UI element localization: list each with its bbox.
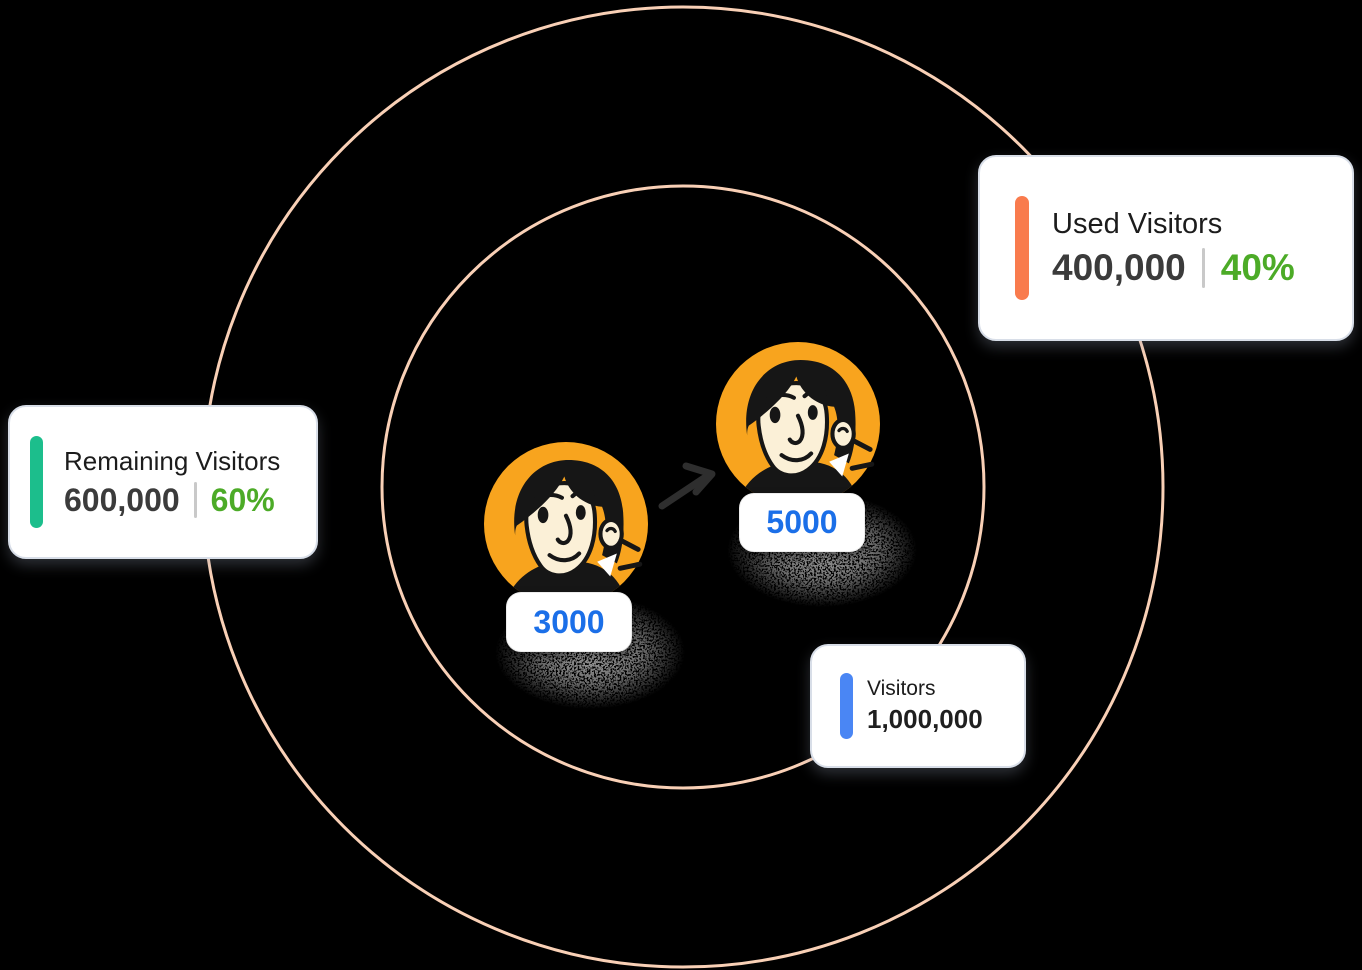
person-avatar-icon bbox=[716, 342, 880, 506]
avatar-2-count-badge: 5000 bbox=[739, 493, 865, 552]
used-visitors-title: Used Visitors bbox=[1052, 207, 1223, 240]
avatar-1-count: 3000 bbox=[533, 603, 605, 640]
person-avatar-icon bbox=[484, 442, 648, 606]
remaining-visitors-accent-bar bbox=[30, 436, 43, 528]
used-visitors-value: 400,000 bbox=[1052, 246, 1186, 288]
remaining-visitors-title: Remaining Visitors bbox=[64, 445, 281, 476]
arrow-icon bbox=[658, 462, 716, 510]
avatar-1-count-badge: 3000 bbox=[506, 592, 632, 652]
total-visitors-value: 1,000,000 bbox=[867, 704, 983, 734]
person-avatar-1 bbox=[484, 442, 648, 606]
total-visitors-title: Visitors bbox=[867, 677, 936, 700]
used-visitors-accent-bar bbox=[1015, 196, 1029, 300]
divider bbox=[1201, 247, 1205, 288]
used-visitors-percent: 40% bbox=[1220, 246, 1295, 288]
remaining-visitors-percent: 60% bbox=[210, 481, 275, 518]
person-avatar-2 bbox=[716, 342, 880, 506]
total-visitors-accent-bar bbox=[840, 673, 853, 739]
used-visitors-card: Used Visitors 400,000 40% bbox=[978, 155, 1354, 341]
total-visitors-card: Visitors 1,000,000 bbox=[810, 644, 1026, 768]
avatar-2-count: 5000 bbox=[766, 504, 838, 540]
divider bbox=[193, 482, 197, 518]
remaining-visitors-value: 600,000 bbox=[64, 481, 180, 518]
inner-ring bbox=[380, 184, 986, 790]
remaining-visitors-card: Remaining Visitors 600,000 60% bbox=[8, 405, 318, 559]
